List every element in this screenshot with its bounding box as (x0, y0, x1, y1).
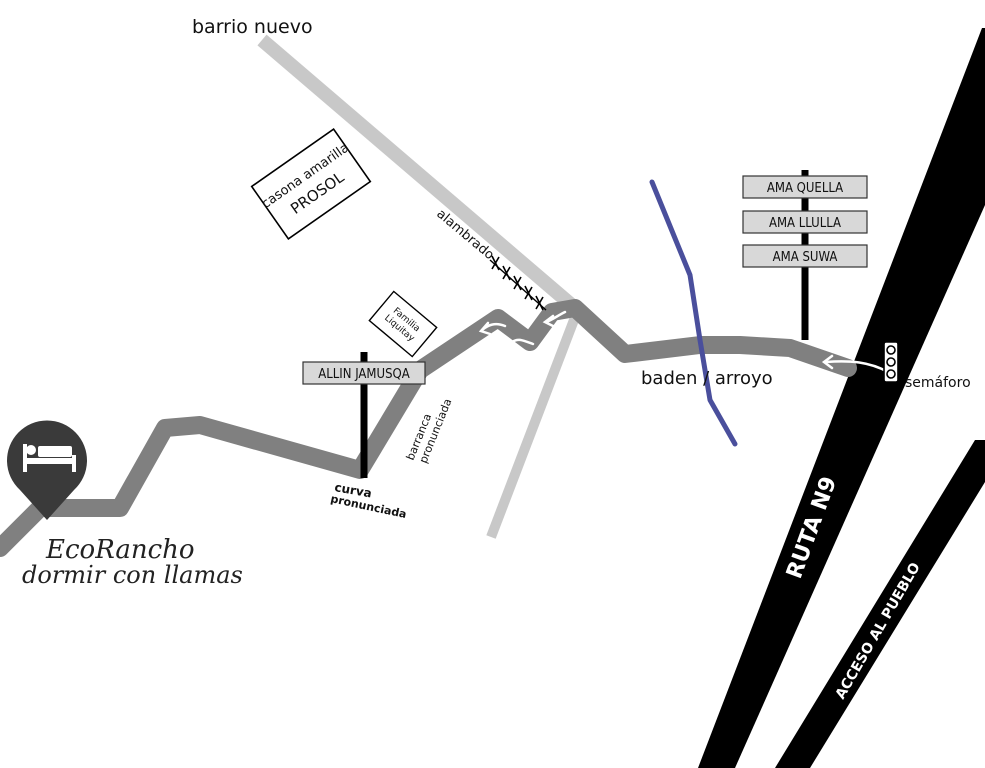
highway-ruta-n9 (698, 28, 985, 768)
destination-name: EcoRancho (45, 535, 195, 565)
route-arrows (478, 310, 890, 374)
landmark-casona-prosol: casona amarilla PROSOL (250, 127, 372, 241)
destination-pin (6, 420, 88, 520)
label-curva: curva (333, 480, 372, 500)
traffic-light-icon (879, 341, 903, 388)
sign-ama-llulla (742, 210, 868, 234)
sign-allin-text: ALLIN JAMUSQA (318, 367, 409, 382)
bed-icon (23, 444, 76, 472)
route-path (0, 299, 857, 557)
fence-alambrado (489, 255, 547, 311)
sign-ama-suwa (742, 244, 868, 268)
sign-ama-quella (742, 175, 868, 199)
label-semaforo: semáforo (905, 375, 971, 391)
label-baden-arroyo: baden / arroyo (641, 368, 773, 389)
road-south-branch (486, 310, 582, 539)
sign-ama-llulla-text: AMA LLULLA (769, 216, 841, 231)
destination-tagline: dormir con llamas (22, 561, 243, 589)
stream-baden-arroyo (649, 179, 738, 447)
road-acceso-al-pueblo (775, 440, 985, 768)
landmark-familia-liquitay: Familia Liquitay (368, 290, 438, 358)
sign-ama-suwa-text: AMA SUWA (773, 250, 838, 265)
sign-ama-quella-text: AMA QUELLA (767, 181, 843, 196)
sign-allin-jamusqa (302, 361, 426, 385)
label-barrio-nuevo: barrio nuevo (192, 16, 313, 38)
label-acceso-al-pueblo: ACCESO AL PUEBLO (833, 560, 924, 702)
road-barrio-nuevo (257, 34, 580, 314)
